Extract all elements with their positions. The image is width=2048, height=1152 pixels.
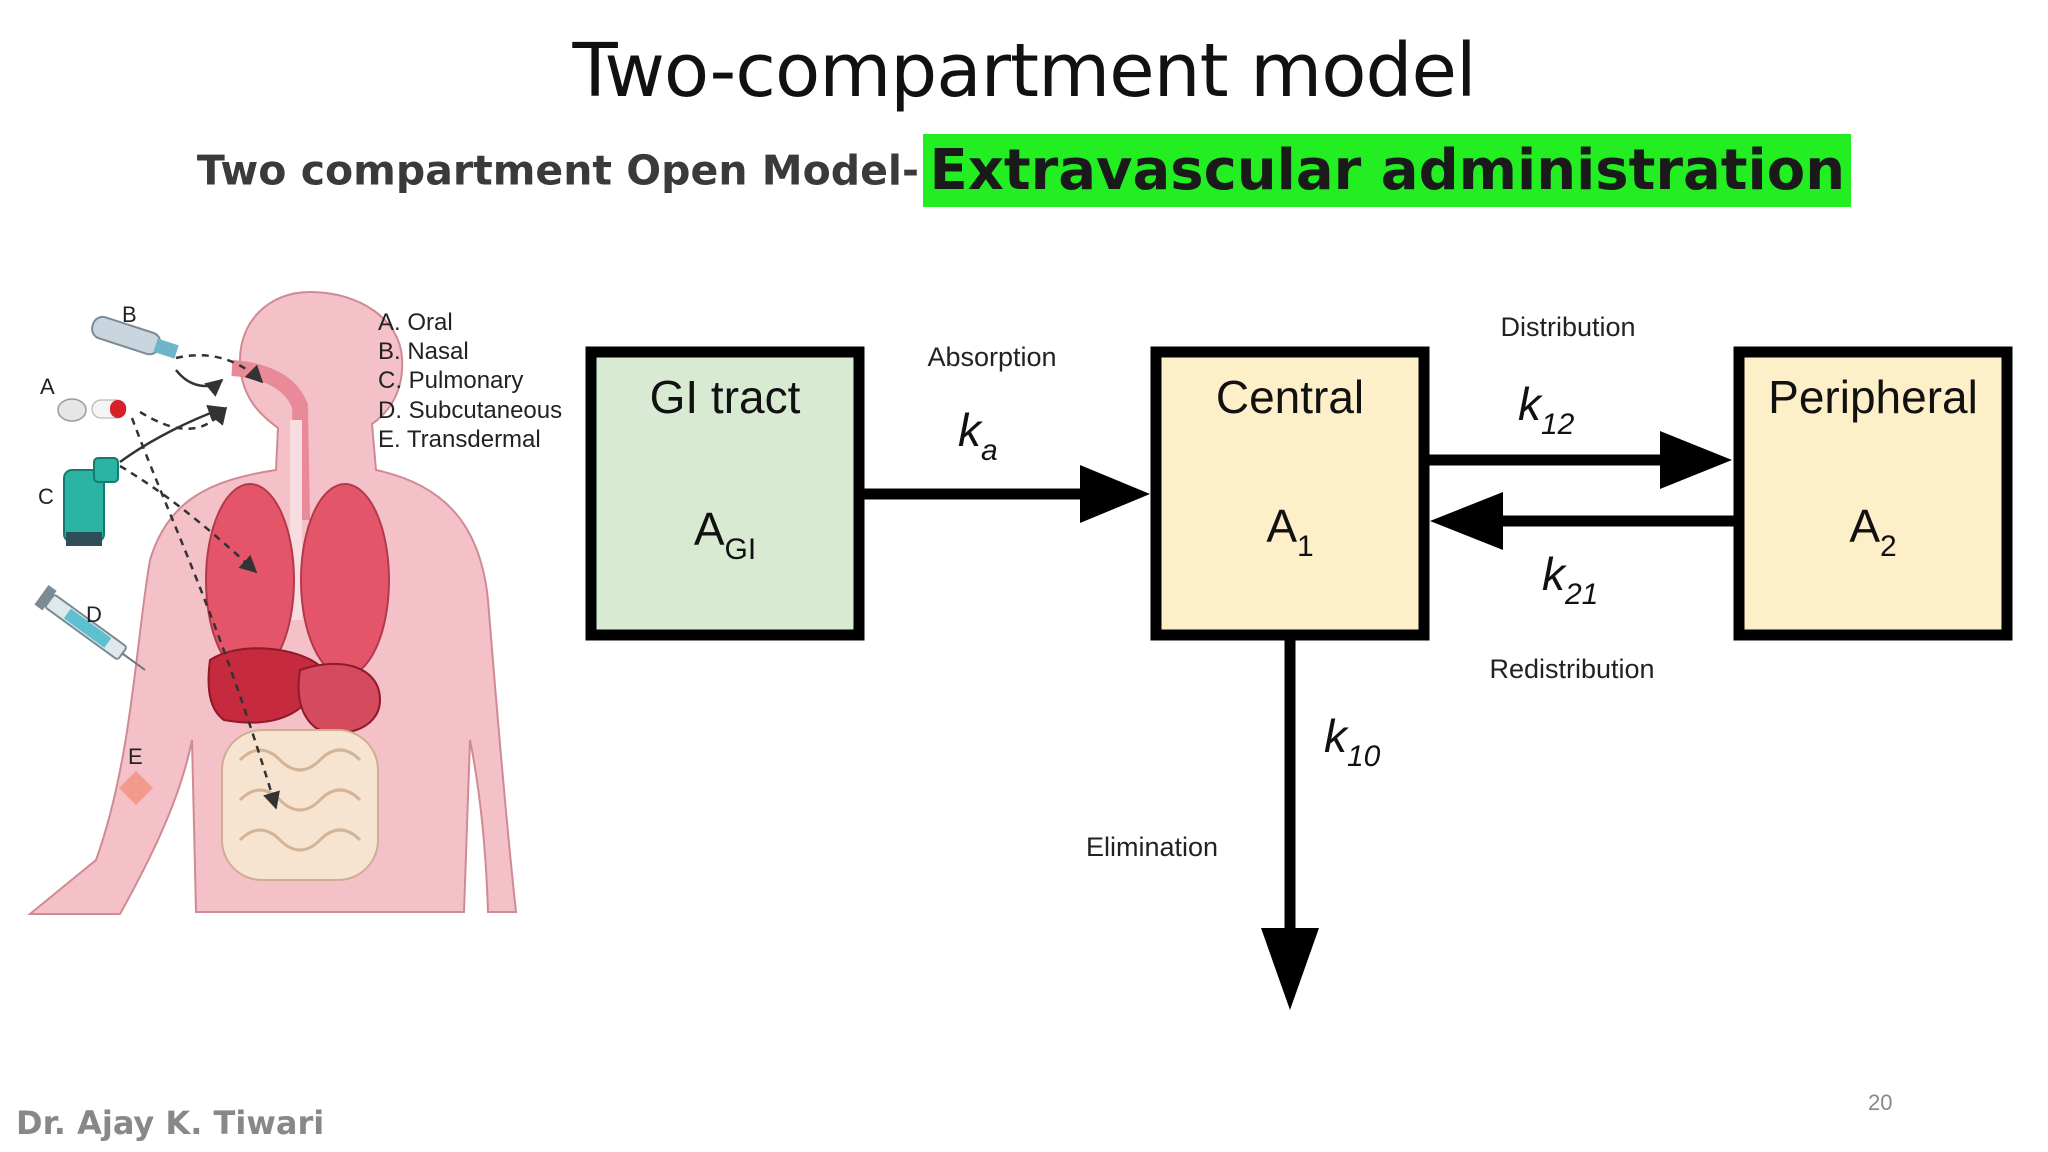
absorption-arrow (864, 465, 1150, 523)
author-footer: Dr. Ajay K. Tiwari (16, 1104, 325, 1142)
page-number: 20 (1868, 1090, 1893, 1115)
legend-item: A. Oral (378, 309, 453, 336)
subtitle-row: Two compartment Open Model- Extravascula… (0, 134, 2048, 207)
slide-title: Two-compartment model (572, 28, 1476, 114)
route-letter-d: D (86, 602, 102, 627)
central-box (1150, 346, 1430, 641)
redistribution-label: Redistribution (1489, 654, 1654, 684)
elimination-arrow (1261, 640, 1319, 1010)
body-illustration: B A C D E A. Oral B. Nasal C. Pulmonary … (27, 290, 562, 915)
airway (231, 360, 310, 521)
nasal-spray-icon (91, 315, 179, 359)
elimination-label: Elimination (1086, 832, 1218, 862)
rate-k10: k10 (1324, 710, 1381, 773)
peripheral-amount: A2 (1849, 500, 1896, 563)
subtitle-highlight: Extravascular administration (923, 134, 1852, 207)
legend-item: D. Subcutaneous (378, 397, 562, 424)
inhaler-icon (63, 457, 119, 546)
subtitle-prefix: Two compartment Open Model- (196, 146, 919, 195)
syringe-icon (34, 585, 146, 671)
central-amount: A1 (1266, 500, 1313, 563)
intestine-coils (238, 748, 362, 852)
legend-item: B. Nasal (378, 338, 469, 365)
rate-k12: k12 (1518, 378, 1575, 441)
peripheral-label: Peripheral (1768, 371, 1978, 423)
stomach (297, 662, 382, 734)
legend-item: E. Transdermal (378, 426, 541, 453)
route-letter-b: B (122, 302, 137, 327)
route-arrows-solid (119, 369, 226, 464)
distribution-arrow (1428, 431, 1732, 489)
route-letter-c: C (38, 484, 54, 509)
compartment-diagram: GI tract AGI Central A1 Peripheral A2 Ab… (585, 312, 2013, 1010)
rate-ka: ka (958, 404, 998, 467)
peripheral-box (1733, 346, 2013, 641)
gi-tract-box (585, 346, 865, 641)
legend-item: C. Pulmonary (378, 367, 523, 394)
left-lung (205, 483, 295, 677)
gi-tract-amount: AGI (694, 503, 756, 566)
rate-k21: k21 (1542, 548, 1598, 611)
pill-icon (57, 398, 127, 422)
central-label: Central (1216, 371, 1364, 423)
route-legend: A. Oral B. Nasal C. Pulmonary D. Subcuta… (378, 309, 562, 453)
gi-tract-label: GI tract (650, 371, 801, 423)
redistribution-arrow (1430, 492, 1735, 550)
route-letter-e: E (128, 744, 143, 769)
route-letter-a: A (40, 374, 55, 399)
intestines (221, 729, 379, 881)
absorption-label: Absorption (927, 342, 1056, 372)
right-lung (300, 483, 390, 677)
distribution-label: Distribution (1500, 312, 1635, 342)
